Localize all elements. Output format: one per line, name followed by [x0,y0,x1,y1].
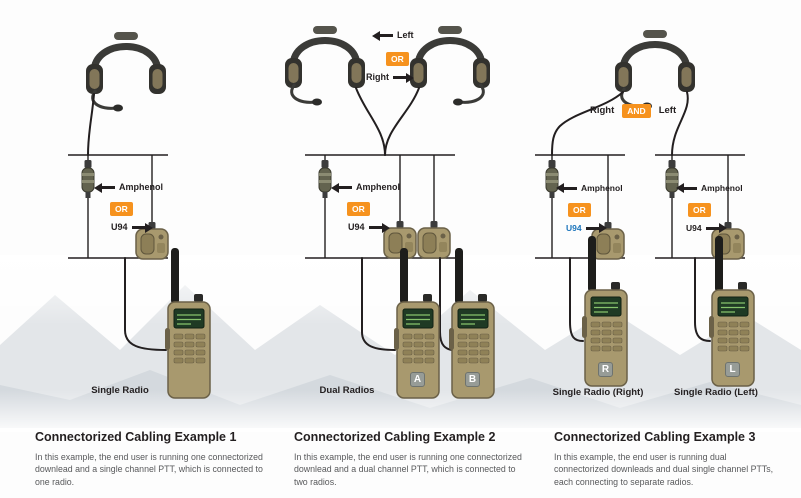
cable-line [551,91,624,156]
channel-label-row: Right AND Left [590,104,676,118]
radio-caption: Single Radio (Right) [552,387,644,398]
example2-text-block: Connectorized Cabling Example 2 In this … [294,430,544,488]
or-badge: OR [347,202,370,216]
cable-line [384,87,420,156]
right-label: Right [366,72,389,82]
amphenol-connector-icon [318,159,332,199]
or-badge: OR [688,203,711,217]
amphenol-label: Amphenol [701,183,743,193]
example1-description: In this example, the end user is running… [35,452,263,487]
arrow-right-icon [131,223,153,232]
arrow-left-icon [372,31,393,40]
amphenol-label-row: Amphenol [556,183,623,193]
u94-label-row: U94 [566,223,607,233]
left-label: Left [397,30,414,40]
radio-caption: Single Radio (Left) [674,387,758,398]
amphenol-label-row: Amphenol [94,183,163,192]
u94-label: U94 [111,222,128,232]
radio-letter-badge: L [725,362,740,377]
left-label-row: Left [372,31,414,40]
or-badge: OR [386,52,409,66]
radio-letter-badge: R [598,362,613,377]
example2-diagram [285,26,495,399]
arrow-left-icon [331,183,352,192]
arrow-left-icon [556,183,577,193]
example3-title: Connectorized Cabling Example 3 [554,430,756,444]
cable-line [124,257,167,351]
radio-caption: Single Radio [91,385,149,396]
ptt-icon [417,220,451,259]
example2-title: Connectorized Cabling Example 2 [294,430,496,444]
example1-diagram [68,32,211,399]
example1-text-block: Connectorized Cabling Example 1 In this … [35,430,285,488]
example3-text-block: Connectorized Cabling Example 3 In this … [554,430,801,488]
u94-label-row: U94 [686,223,727,233]
example3-description: In this example, the end user is running… [554,452,774,487]
cable-line [355,87,386,156]
radio-letter-badge: A [410,372,425,387]
arrow-right-icon [585,223,607,233]
u94-label-row: U94 [348,223,390,232]
u94-label: U94 [348,222,365,232]
amphenol-label: Amphenol [581,183,623,193]
arrow-right-icon [393,73,414,82]
cable-line [361,257,396,351]
radio-caption: Dual Radios [319,385,375,396]
u94-label: U94 [686,223,702,233]
or-badge: OR [110,202,133,216]
example2-description: In this example, the end user is running… [294,452,522,487]
u94-label-row: U94 [111,223,153,232]
u94-label: U94 [566,223,582,233]
arrow-right-icon [705,223,727,233]
cable-line [694,257,711,342]
cable-line [439,257,453,351]
right-label-row: Right [366,73,414,82]
amphenol-connector-icon [81,159,95,199]
amphenol-label-row: Amphenol [331,183,400,192]
cable-line [569,257,584,342]
cable-line [87,93,95,156]
left-label: Left [658,105,677,117]
headset-icon [86,32,166,112]
radio-letter-badge: B [465,372,480,387]
example1-title: Connectorized Cabling Example 1 [35,430,237,444]
headset-icon [410,26,490,106]
cable-line [671,91,689,156]
amphenol-label: Amphenol [119,182,163,192]
example3-diagram [535,30,755,387]
arrow-left-icon [94,183,115,192]
right-label: Right [590,105,615,117]
or-badge: OR [568,203,591,217]
amphenol-label: Amphenol [356,182,400,192]
and-badge: AND [622,104,651,118]
arrow-right-icon [368,223,390,232]
amphenol-label-row: Amphenol [676,183,743,193]
headset-icon [285,26,365,106]
arrow-left-icon [676,183,697,193]
headset-icon [615,30,695,110]
